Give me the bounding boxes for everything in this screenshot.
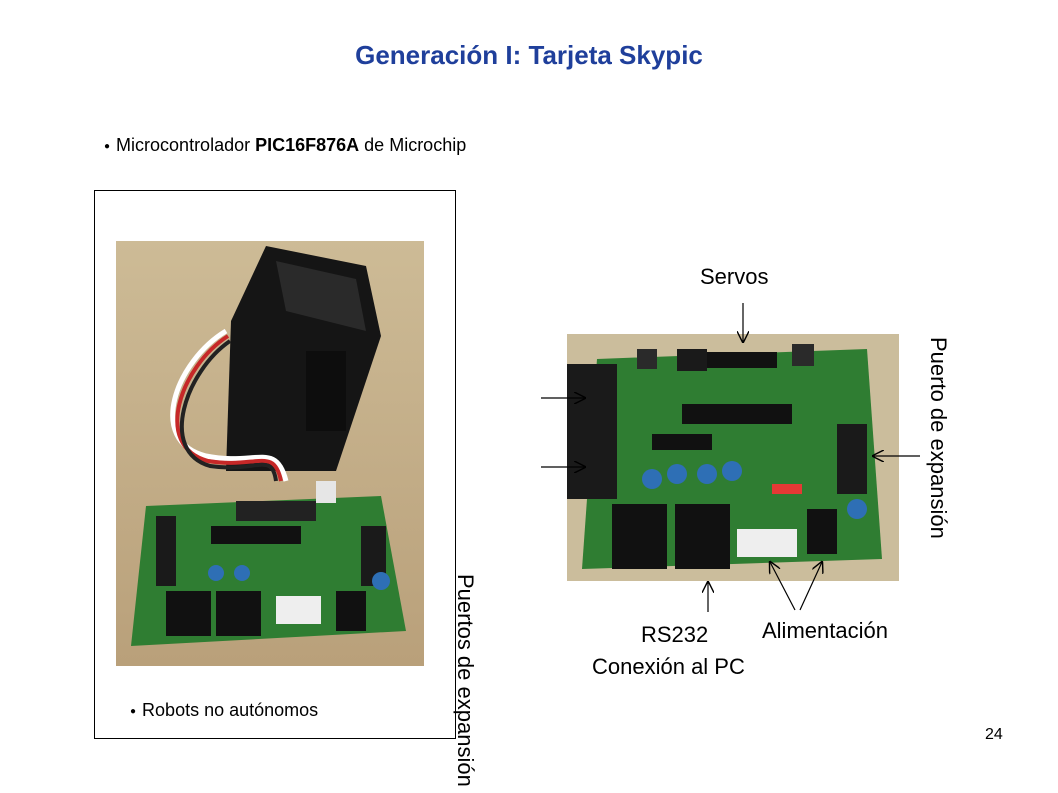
- label-rs232: RS232: [641, 622, 709, 647]
- label-conexion-pc: Conexión al PC: [592, 654, 745, 679]
- robot-photo: [116, 241, 424, 666]
- label-servos: Servos: [700, 264, 769, 289]
- slide-title: Generación I: Tarjeta Skypic: [355, 40, 703, 70]
- bullet-dot: ●: [130, 705, 137, 717]
- robot-photo-drawing: [116, 241, 424, 666]
- label-puertos-expansion-left: Puertos de expansión: [453, 574, 478, 787]
- bullet2-text: Robots no autónomos: [142, 700, 319, 720]
- arrow-alimentacion-2: [799, 562, 822, 611]
- bullet1-prefix: Microcontrolador: [116, 135, 256, 155]
- bullet-microcontroller: ● Microcontrolador PIC16F876A de Microchi…: [104, 135, 466, 156]
- bullet1-bold: PIC16F876A: [255, 135, 360, 155]
- bullet-robots: ● Robots no autónomos: [130, 700, 318, 721]
- label-puerto-expansion: Puerto de expansión: [926, 337, 951, 539]
- arrow-alimentacion-1: [770, 562, 796, 611]
- bullet-dot: ●: [104, 140, 111, 152]
- label-alimentacion: Alimentación: [762, 618, 888, 643]
- page-number: 24: [985, 726, 1003, 743]
- skypic-board-photo: [567, 334, 899, 581]
- bullet1-suffix: de Microchip: [359, 135, 467, 155]
- skypic-board-drawing: [567, 334, 899, 581]
